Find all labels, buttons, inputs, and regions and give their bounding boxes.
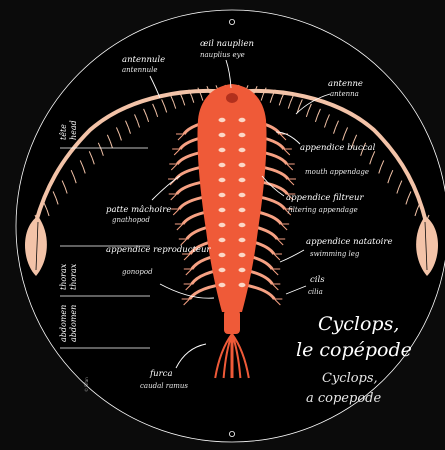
segment-mark — [239, 133, 246, 137]
region-abdomen-en: abdomen — [69, 305, 78, 342]
segment-mark — [219, 163, 226, 167]
segment-mark — [219, 283, 226, 287]
region-abdomen-fr: abdomen — [59, 305, 68, 342]
segment-mark — [239, 268, 246, 272]
region-thorax-en: thorax — [69, 263, 78, 290]
svg-text:swimming leg: swimming leg — [310, 250, 360, 258]
segment-mark — [219, 253, 226, 257]
segment-mark — [219, 208, 226, 212]
segment-mark — [239, 178, 246, 182]
svg-text:gonopod: gonopod — [122, 268, 153, 276]
abdomen-segment — [224, 310, 240, 334]
svg-text:filtering appendage: filtering appendage — [287, 206, 358, 214]
segment-mark — [239, 148, 246, 152]
title-en-line1: Cyclops, — [322, 371, 378, 386]
segment-mark — [219, 238, 226, 242]
svg-text:œil nauplien: œil nauplien — [200, 39, 254, 49]
svg-text:nauplius eye: nauplius eye — [200, 51, 245, 59]
segment-mark — [239, 253, 246, 257]
segment-mark — [219, 193, 226, 197]
svg-text:appendice natatoire: appendice natatoire — [306, 237, 392, 247]
svg-text:patte mâchoire: patte mâchoire — [106, 204, 171, 215]
segment-mark — [219, 133, 226, 137]
svg-text:furca: furca — [149, 369, 173, 379]
svg-text:antennule: antennule — [122, 66, 158, 74]
svg-text:appendice filtreur: appendice filtreur — [286, 193, 364, 203]
segment-mark — [219, 148, 226, 152]
svg-text:antennule: antennule — [122, 55, 165, 65]
title-en-line2: a copepode — [306, 391, 381, 406]
region-head-fr: tête — [59, 124, 68, 140]
naupliar-eye-mark — [226, 93, 238, 103]
segment-mark — [219, 118, 226, 122]
segment-mark — [239, 193, 246, 197]
credit: © Dfan — [84, 377, 89, 392]
segment-mark — [239, 223, 246, 227]
svg-text:appendice buccal: appendice buccal — [300, 143, 376, 153]
segment-mark — [219, 223, 226, 227]
svg-text:appendice reproducteur: appendice reproducteur — [106, 245, 211, 255]
segment-mark — [239, 208, 246, 212]
svg-text:mouth appendage: mouth appendage — [305, 168, 369, 176]
segment-mark — [239, 283, 246, 287]
segment-mark — [239, 163, 246, 167]
segment-mark — [219, 268, 226, 272]
svg-text:cils: cils — [310, 275, 325, 285]
region-thorax-fr: thorax — [59, 263, 68, 290]
svg-text:antenna: antenna — [330, 90, 359, 98]
svg-text:caudal ramus: caudal ramus — [140, 382, 188, 390]
title-fr-line1: Cyclops, — [318, 313, 399, 335]
segment-mark — [239, 238, 246, 242]
region-head-en: head — [69, 120, 78, 140]
title-fr-line2: le copépode — [296, 339, 412, 361]
segment-mark — [239, 118, 246, 122]
svg-text:gnathopod: gnathopod — [112, 216, 150, 224]
svg-text:cilia: cilia — [308, 288, 323, 296]
segment-mark — [219, 178, 226, 182]
svg-text:antenne: antenne — [328, 79, 363, 89]
